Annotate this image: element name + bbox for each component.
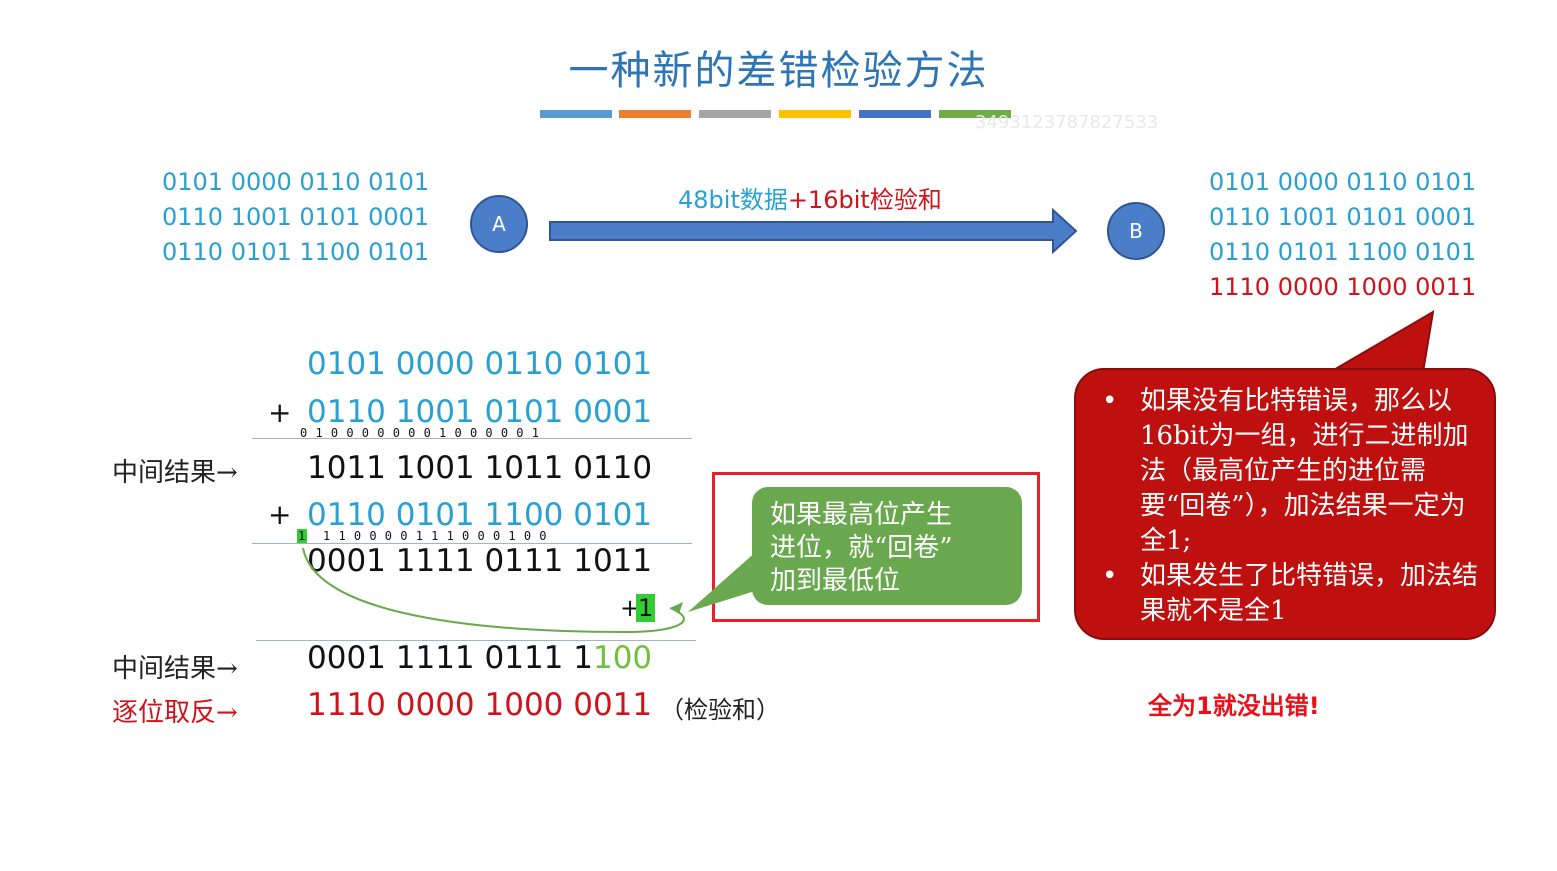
conclusion-text: 全为1就没出错! [1148,692,1320,720]
calc-plus-2: + [268,498,292,531]
node-b: B [1107,202,1165,260]
callout-line-2: 进位，就“回卷” [770,533,953,563]
color-bar-3 [699,110,771,118]
highlight-frame [712,472,1040,622]
node-a: A [470,195,528,253]
receiver-line-2: 0110 1001 0101 0001 [1209,203,1477,231]
transfer-checksum-size: +16bit检验和 [787,186,942,214]
verification-item-1: • 如果没有比特错误，那么以16bit为一组，进行二进制加法（最高位产生的进位需… [1092,384,1478,559]
invert-label: 逐位取反→ [112,698,238,728]
plus-one-sign: + [620,594,641,622]
mid-result-label-2: 中间结果→ [112,654,238,684]
receiver-checksum: 1110 0000 1000 0011 [1209,273,1477,301]
calc-divider-1 [252,438,692,439]
sender-line-2: 0110 1001 0101 0001 [162,203,430,231]
transfer-label: 48bit数据+16bit检验和 [678,180,942,215]
color-bar-6 [939,110,1011,118]
sender-data: 0101 0000 0110 0101 0110 1001 0101 0001 … [162,165,429,270]
bullet-1: • [1102,386,1118,416]
mid-result-2-main: 0001 1111 0111 1 [307,640,593,676]
plus-one-bit: 1 [636,594,656,622]
verification-callout: • 如果没有比特错误，那么以16bit为一组，进行二进制加法（最高位产生的进位需… [1074,368,1496,640]
color-bar-5 [859,110,931,118]
checksum-result: 1110 0000 1000 0011 [307,687,653,723]
green-callout-pointer [688,550,758,612]
wraparound-arrow [302,547,685,634]
calc-mid-result-2: 0001 1111 0111 1100 [307,640,652,676]
receiver-line-1: 0101 0000 0110 0101 [1209,168,1477,196]
receiver-line-3: 0110 0101 1100 0101 [1209,238,1477,266]
mid-result-label-1: 中间结果→ [112,458,238,488]
calc-divider-3 [256,640,696,641]
checksum-note: （检验和） [660,696,780,724]
calc-carry-row-1: 0 1 0 0 0 0 0 0 0 1 0 0 0 0 0 1 [300,426,540,440]
transfer-arrow [549,208,1078,254]
callout-line-3: 加到最低位 [770,566,901,596]
color-bar-1 [540,110,612,118]
sender-line-3: 0110 0101 1100 0101 [162,238,430,266]
calc-line-1: 0101 0000 0110 0101 [307,346,653,382]
receiver-data: 0101 0000 0110 0101 0110 1001 0101 0001 … [1209,165,1476,305]
transfer-data-size: 48bit数据 [678,186,788,214]
verification-item-2-text: 如果发生了比特错误，加法结果就不是全1 [1140,561,1479,626]
calc-carry-row-2: 1 1 0 0 0 0 1 1 1 0 0 0 1 0 0 [323,529,548,543]
carry-overflow-bit: 1 [297,529,307,543]
calc-sum-2: 0001 1111 0111 1011 [307,543,653,579]
sender-line-1: 0101 0000 0110 0101 [162,168,430,196]
calc-divider-2 [252,543,692,544]
calc-line-2: 0110 1001 0101 0001 [307,394,653,430]
verification-item-2: • 如果发生了比特错误，加法结果就不是全1 [1092,559,1478,629]
wraparound-callout: 如果最高位产生 进位，就“回卷” 加到最低位 [752,487,1022,605]
watermark: 3493123787827533 [975,112,1159,133]
verification-item-1-text: 如果没有比特错误，那么以16bit为一组，进行二进制加法（最高位产生的进位需要“… [1140,386,1469,556]
color-bar-4 [779,110,851,118]
calc-line-3: 0110 0101 1100 0101 [307,497,653,533]
bullet-2: • [1102,561,1118,591]
mid-result-2-tail: 100 [592,640,653,676]
calc-plus-1: + [268,396,292,429]
color-bar-2 [619,110,691,118]
page-title: 一种新的差错检验方法 [568,48,989,94]
calc-mid-result-1: 1011 1001 1011 0110 [307,450,653,486]
callout-line-1: 如果最高位产生 [770,500,953,530]
